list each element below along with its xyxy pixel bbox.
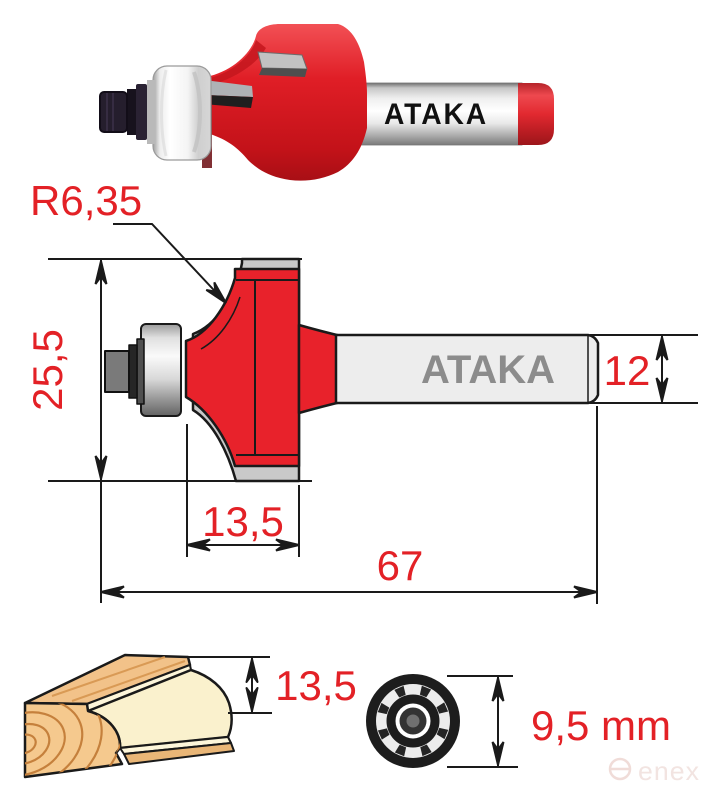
product-photo: ATAKA <box>99 24 554 181</box>
dimension-labels: R6,35 25,5 13,5 67 12 <box>24 177 650 589</box>
drawing-bevel-lines <box>236 279 299 456</box>
photo-screw-washer <box>127 89 136 135</box>
radius-label: R6,35 <box>30 177 142 224</box>
photo-washer-rim-arc <box>192 71 202 153</box>
drawing-screw-head <box>104 350 130 393</box>
cut-length-label: 13,5 <box>202 498 284 545</box>
watermark-label: enex <box>638 756 700 786</box>
photo-carbide-edge-lower <box>204 80 253 97</box>
drawing-cutter-body <box>184 267 301 468</box>
wood-top-grain <box>51 656 186 702</box>
bearing-balls <box>377 685 449 757</box>
bearing-diameter-dimension <box>447 675 518 768</box>
photo-carbide-shadow-top <box>259 68 307 77</box>
bearing-bore-center <box>406 714 420 728</box>
profile-height-label: 13,5 <box>275 662 357 709</box>
radius-leader-line <box>113 223 227 304</box>
wood-bottom-lip <box>123 742 235 765</box>
watermark: enex <box>608 756 700 786</box>
photo-screw-threads <box>106 93 114 131</box>
photo-flute-shading <box>210 40 266 84</box>
drawing-bearing <box>140 323 182 417</box>
photo-screw-collar <box>136 84 147 140</box>
enex-logo-icon <box>608 757 632 781</box>
drawing-screw-washer <box>128 344 138 399</box>
photo-shank-red-tip <box>518 83 554 145</box>
drawing-flute-arc <box>200 296 241 350</box>
shank-diameter-label: 12 <box>604 347 651 394</box>
drawing-screw-collar <box>136 338 145 405</box>
drawing-brand-label: ATAKA <box>421 348 555 392</box>
photo-spacer-ring <box>147 80 155 144</box>
profile-height-dimension <box>183 656 272 714</box>
overall-length-label: 67 <box>377 542 424 589</box>
bearing-diameter-label: 9,5 mm <box>531 702 671 749</box>
technical-drawing: ATAKA <box>104 257 600 483</box>
bearing-illustration: 9,5 mm <box>366 674 671 768</box>
photo-brand-label: ATAKA <box>384 98 488 131</box>
photo-cutting-edge-shadow <box>203 95 253 108</box>
dimension-annotations <box>48 223 698 604</box>
wood-end-grain-face <box>23 701 124 779</box>
photo-carbide-edge-top <box>257 51 308 70</box>
wood-profile-illustration: 13,5 <box>23 653 357 779</box>
cut-height-label: 25,5 <box>24 329 71 411</box>
photo-washer-inner-arc <box>160 69 168 157</box>
